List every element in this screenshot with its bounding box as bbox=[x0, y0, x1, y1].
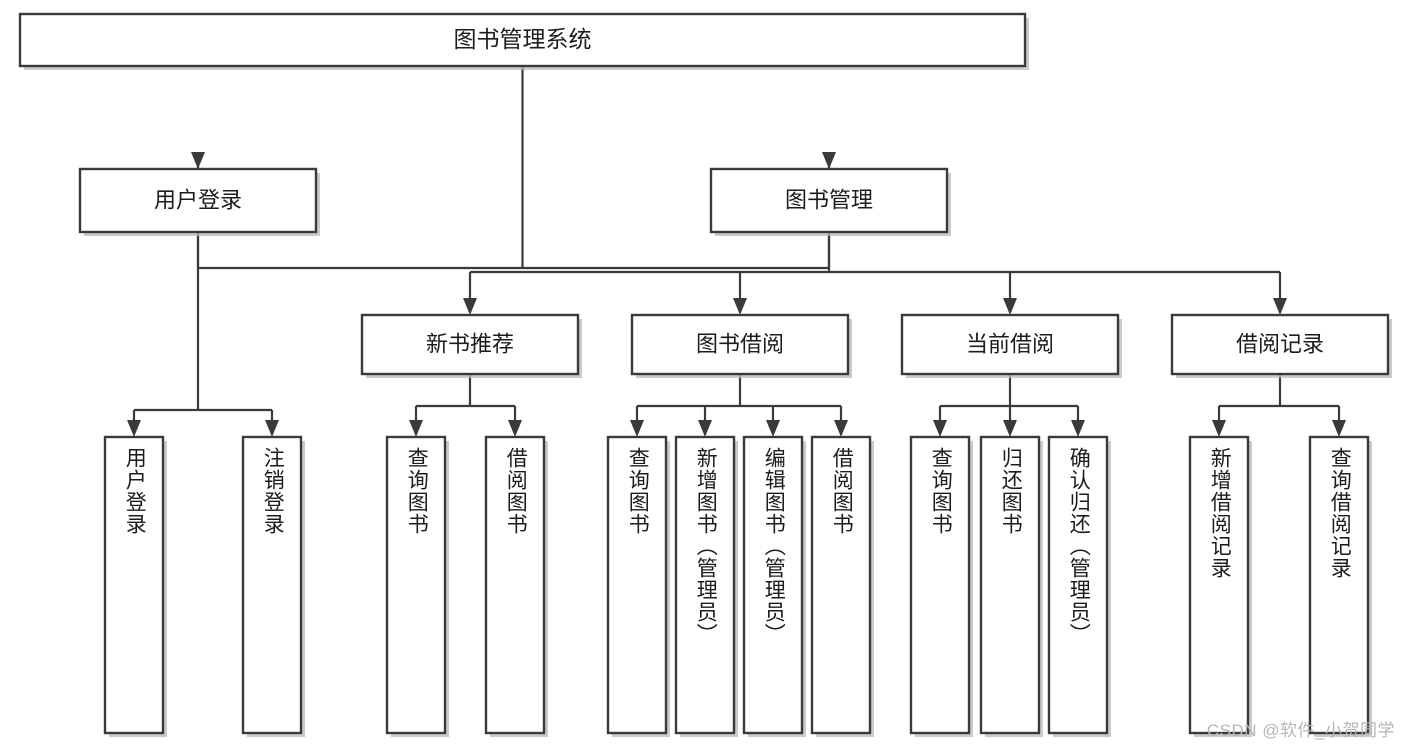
node-leaf-borrow-book-2[interactable] bbox=[810, 435, 872, 735]
node-leaf-borrow-book-1[interactable] bbox=[484, 435, 546, 735]
node-borrow-record[interactable] bbox=[1170, 313, 1390, 376]
node-book-manage[interactable] bbox=[709, 167, 949, 234]
node-leaf-edit-book[interactable] bbox=[742, 435, 804, 735]
book-manage-arrow-3 bbox=[1273, 298, 1287, 315]
node-user-login-label: 用户登录 bbox=[154, 187, 242, 212]
node-leaf-query-book-1[interactable] bbox=[385, 435, 447, 735]
node-current-borrow[interactable] bbox=[900, 313, 1120, 376]
node-leaf-query-book-3[interactable] bbox=[909, 435, 971, 735]
new-book-recommend-arrow-1 bbox=[508, 420, 522, 437]
node-book-borrow-label: 图书借阅 bbox=[696, 331, 784, 356]
node-leaf-add-record[interactable] bbox=[1188, 435, 1250, 735]
root-arrow-1 bbox=[822, 152, 836, 169]
node-book-borrow[interactable] bbox=[630, 313, 850, 376]
book-manage-arrow-0 bbox=[463, 298, 477, 315]
node-leaf-return-book[interactable] bbox=[979, 435, 1041, 735]
borrow-record-arrow-1 bbox=[1332, 420, 1346, 437]
book-borrow-arrow-3 bbox=[834, 420, 848, 437]
current-borrow-arrow-2 bbox=[1071, 420, 1085, 437]
node-leaf-user-login[interactable] bbox=[103, 435, 165, 735]
node-borrow-record-label: 借阅记录 bbox=[1236, 331, 1324, 356]
node-root[interactable] bbox=[18, 12, 1027, 68]
book-borrow-arrow-2 bbox=[766, 420, 780, 437]
node-leaf-query-book-2[interactable] bbox=[606, 435, 668, 735]
node-leaf-confirm-return[interactable] bbox=[1047, 435, 1109, 735]
new-book-recommend-arrow-0 bbox=[409, 420, 423, 437]
node-leaf-user-logout[interactable] bbox=[241, 435, 303, 735]
book-manage-arrow-1 bbox=[733, 298, 747, 315]
node-book-manage-label: 图书管理 bbox=[785, 187, 873, 212]
book-borrow-arrow-0 bbox=[630, 420, 644, 437]
node-leaf-add-book[interactable] bbox=[674, 435, 736, 735]
node-root-label: 图书管理系统 bbox=[454, 26, 592, 52]
connectors-layer bbox=[127, 66, 1346, 437]
current-borrow-arrow-0 bbox=[933, 420, 947, 437]
user-login-arrow-0 bbox=[127, 420, 141, 437]
boxes-layer bbox=[18, 12, 1392, 737]
watermark-text: CSDN @软件_小贺同学 bbox=[1206, 721, 1395, 740]
book-borrow-arrow-1 bbox=[698, 420, 712, 437]
root-arrow-0 bbox=[191, 152, 205, 169]
borrow-record-arrow-0 bbox=[1212, 420, 1226, 437]
node-user-login[interactable] bbox=[78, 167, 318, 234]
book-manage-arrow-2 bbox=[1003, 298, 1017, 315]
node-new-book-recommend-label: 新书推荐 bbox=[426, 331, 514, 356]
current-borrow-arrow-1 bbox=[1003, 420, 1017, 437]
user-login-arrow-1 bbox=[265, 420, 279, 437]
node-new-book-recommend[interactable] bbox=[360, 313, 580, 376]
node-current-borrow-label: 当前借阅 bbox=[966, 331, 1054, 356]
node-leaf-query-record[interactable] bbox=[1308, 435, 1370, 735]
